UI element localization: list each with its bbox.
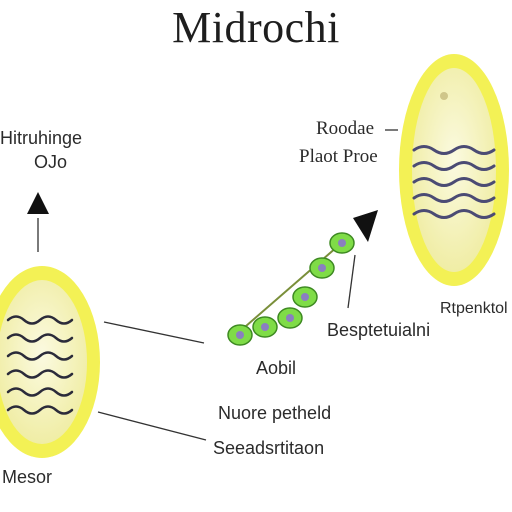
right-cristae — [412, 145, 496, 219]
line-left-to-chain — [103, 321, 205, 344]
bead-chain — [227, 232, 355, 346]
bead — [252, 316, 278, 338]
label-top-right-1: Roodae — [316, 118, 375, 139]
diagram-title: Midrochi — [172, 3, 340, 52]
label-mid-right: Besptetuialni — [327, 320, 431, 340]
bead — [329, 232, 355, 254]
left-mitochondrion — [0, 266, 100, 458]
left-cristae — [6, 315, 74, 415]
bead — [292, 286, 318, 308]
right-granule — [440, 92, 448, 100]
label-right-caption: Rtpenktol — [440, 300, 508, 317]
bead — [309, 257, 335, 279]
label-lower-2: Seeadsrtitaon — [213, 438, 325, 458]
line-left-to-lower-label — [97, 411, 207, 441]
label-top-right-2: Plaot Proe — [299, 146, 378, 167]
bead — [277, 307, 303, 329]
right-arrow-icon — [353, 210, 378, 242]
label-top-left-2: OJo — [34, 152, 68, 172]
bead — [227, 324, 253, 346]
right-mitochondrion — [399, 54, 509, 286]
label-lower-1: Nuore petheld — [218, 403, 332, 423]
label-top-left-1: Hitruhinge — [0, 128, 83, 148]
connector-lines — [37, 129, 398, 441]
label-bottom-left: Mesor — [2, 467, 53, 487]
label-chain-caption: Aobil — [256, 358, 297, 378]
up-arrow-icon — [27, 192, 49, 214]
line-chain-to-label — [347, 254, 356, 309]
